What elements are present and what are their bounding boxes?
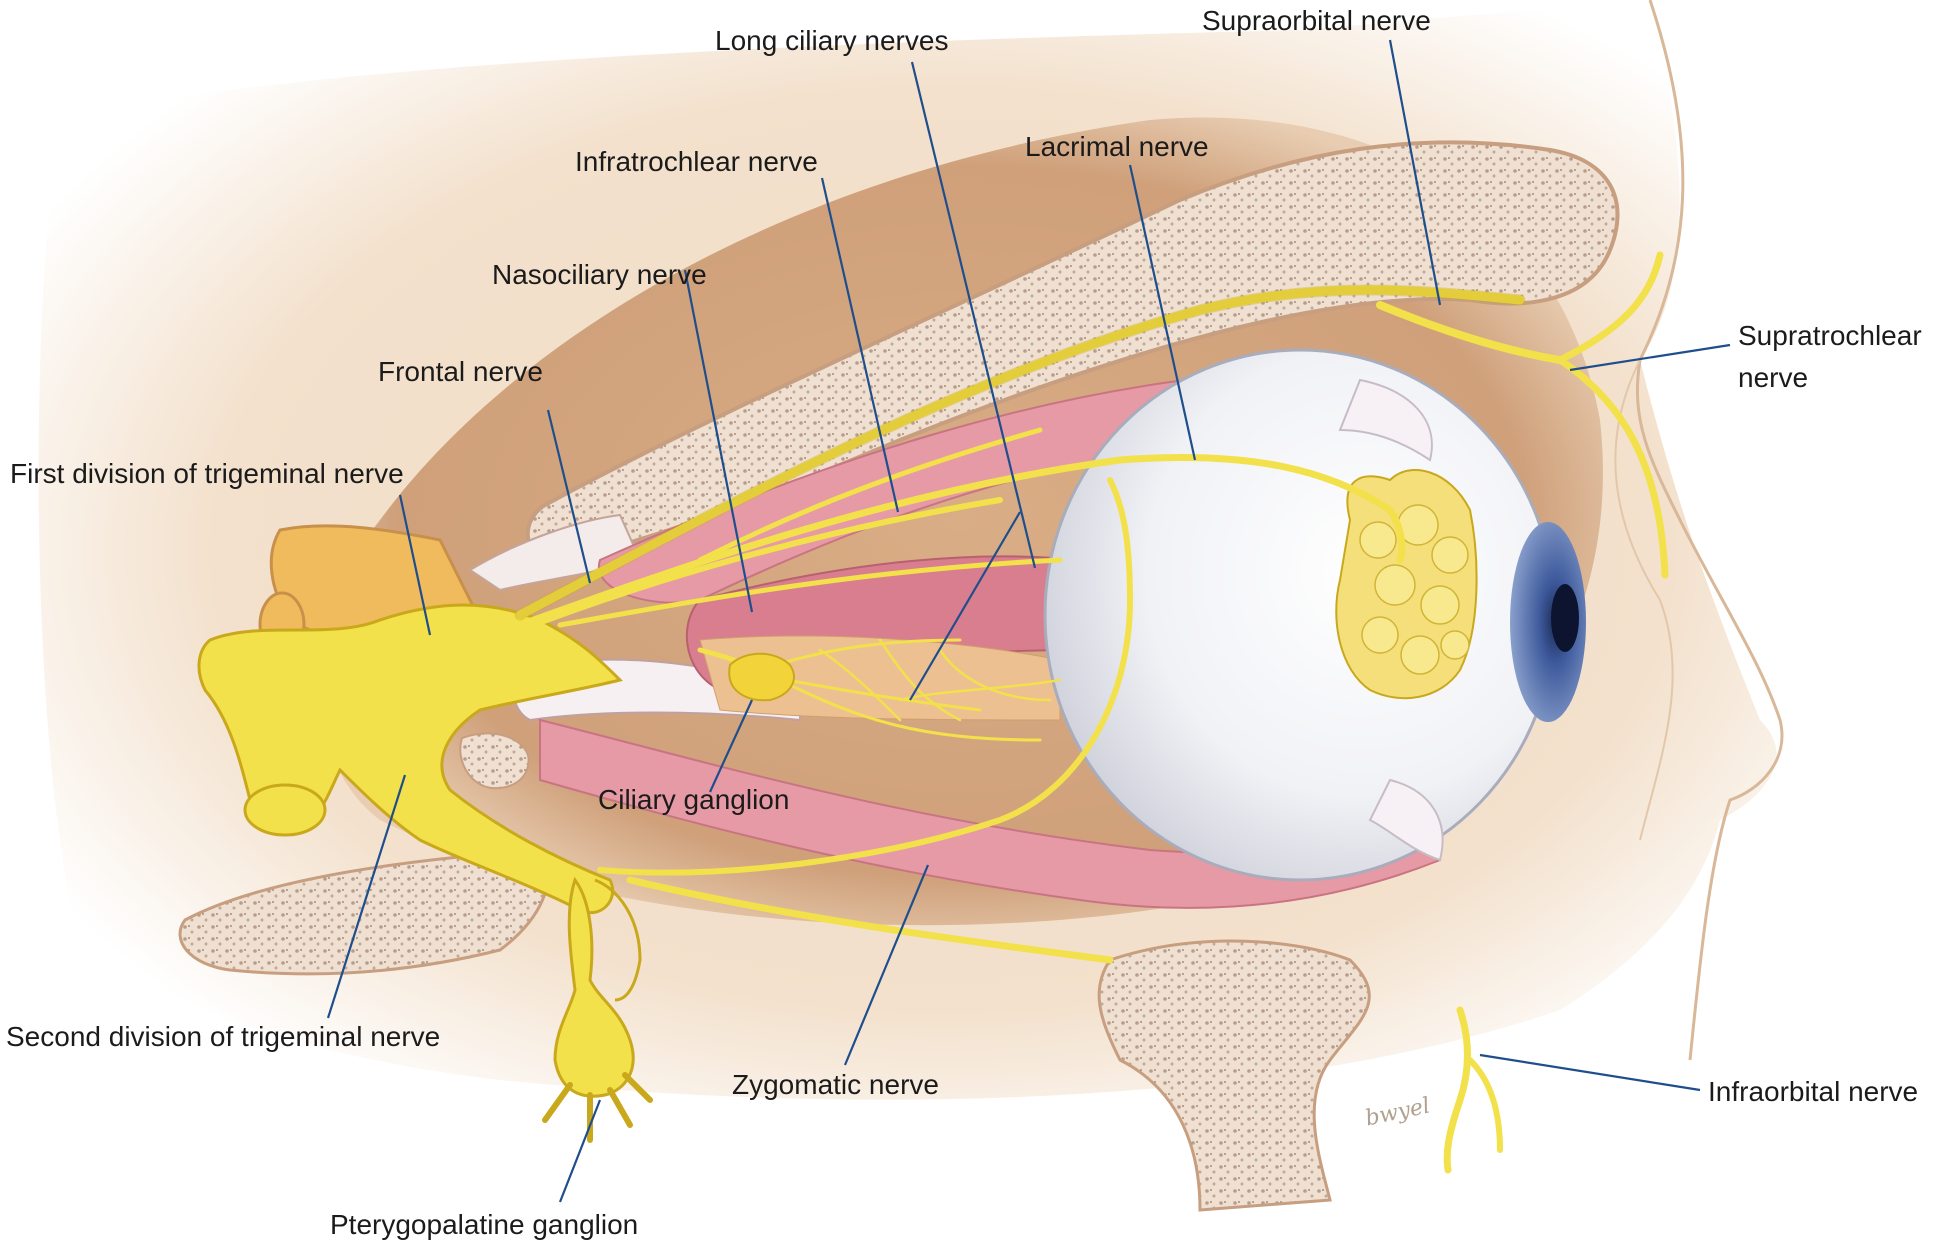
leader-pterygopalatine — [558, 1099, 602, 1203]
ethmoid-wall — [468, 513, 642, 592]
lacrimal-gland — [1335, 469, 1478, 700]
label-supratrochlear-line2: nerve — [1738, 362, 1809, 393]
leader-nasociliary — [683, 269, 754, 613]
label-nasociliary-nerve: Nasociliary nerve — [492, 259, 707, 290]
bone-fragment — [459, 732, 530, 790]
label-supratrochlear-line1: Supratrochlear — [1738, 320, 1922, 351]
leader-long-ciliary-2 — [909, 511, 1021, 701]
leader-lines — [326, 39, 1731, 1203]
leader-frontal — [546, 409, 592, 584]
leader-long-ciliary — [910, 61, 1037, 569]
sphenoid-bone-lower — [178, 848, 550, 976]
label-ciliary-ganglion: Ciliary ganglion — [598, 784, 790, 815]
leader-first-division — [398, 494, 432, 636]
label-frontal-nerve: Frontal nerve — [378, 356, 543, 387]
label-infratrochlear-nerve: Infratrochlear nerve — [575, 146, 818, 177]
leader-infratrochlear — [820, 177, 900, 513]
leader-zygomatic — [843, 864, 930, 1066]
iris — [1510, 522, 1586, 722]
label-infraorbital-nerve: Infraorbital nerve — [1708, 1076, 1919, 1107]
pupil — [1551, 584, 1579, 652]
label-second-division-trigeminal: Second division of trigeminal nerve — [6, 1021, 441, 1052]
label-supraorbital-nerve: Supraorbital nerve — [1202, 5, 1431, 36]
pterygopalatine-ganglion — [542, 876, 653, 1143]
leader-lacrimal — [1128, 164, 1197, 461]
nerve-branches — [514, 251, 1669, 1174]
label-zygomatic-nerve: Zygomatic nerve — [732, 1069, 939, 1100]
label-lacrimal-nerve: Lacrimal nerve — [1025, 131, 1209, 162]
trigeminal-nerve-trunk — [197, 524, 623, 915]
leader-second-division — [326, 774, 407, 1019]
label-pterygopalatine-ganglion: Pterygopalatine ganglion — [330, 1209, 639, 1240]
ciliary-ganglion — [728, 652, 795, 702]
maxillary-bone — [1097, 939, 1371, 1212]
leader-ciliary-ganglion — [708, 699, 754, 793]
leader-infraorbital — [1479, 1053, 1701, 1092]
label-first-division-trigeminal: First division of trigeminal nerve — [10, 458, 404, 489]
label-long-ciliary-nerves: Long ciliary nerves — [715, 25, 949, 56]
leader-supratrochlear — [1569, 343, 1731, 372]
leader-supraorbital — [1388, 39, 1442, 306]
